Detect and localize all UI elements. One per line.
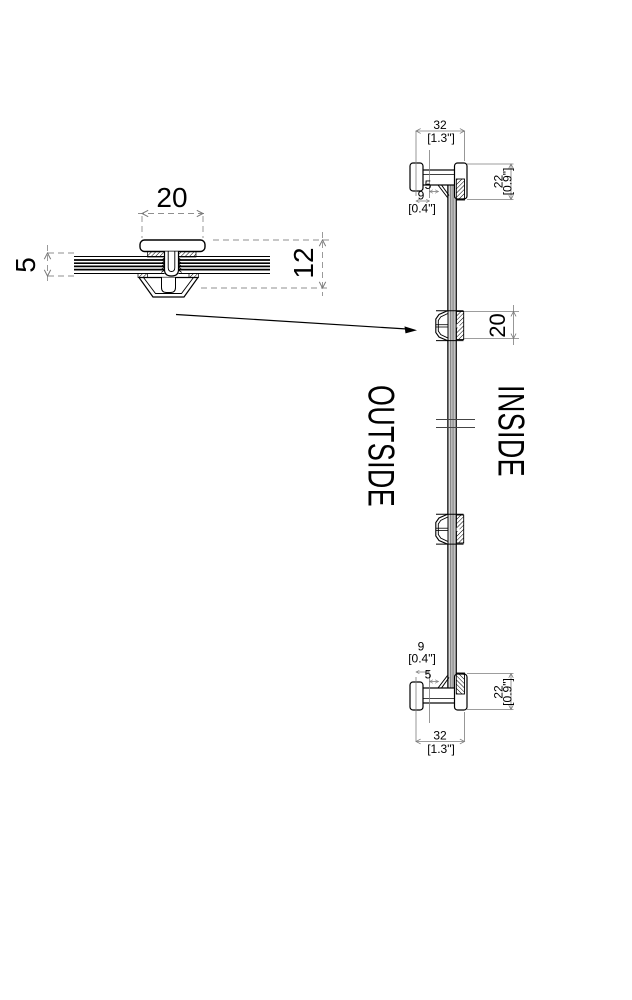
connector-clip-2 bbox=[435, 513, 465, 545]
section-bottom-dims: 32 [1.3"] 9 [0.4"] 5 22 [0.9"] bbox=[408, 640, 514, 757]
bottom-dim-step-mm: 5 bbox=[425, 668, 432, 682]
outside-label: OUTSIDE bbox=[361, 385, 402, 507]
leader-arrowhead bbox=[404, 326, 417, 334]
top-dim-depth-mm: 22 bbox=[492, 175, 506, 189]
section-connector-dim: 20 bbox=[464, 305, 519, 345]
connector-clip-1 bbox=[435, 310, 465, 342]
inside-label: INSIDE bbox=[491, 385, 532, 477]
detail-dim-height-text: 12 bbox=[288, 247, 319, 278]
detail-connector-profile bbox=[137, 239, 206, 298]
detail-dim-height: 12 bbox=[201, 232, 331, 296]
bottom-dim-width-in: [1.3"] bbox=[427, 742, 455, 756]
detail-top-cap bbox=[139, 239, 206, 253]
top-dim-offset-in: [0.4"] bbox=[408, 202, 436, 216]
detail-dim-thickness-text: 5 bbox=[10, 257, 41, 273]
bottom-dim-depth-in: [0.9"] bbox=[501, 678, 515, 706]
bottom-profile bbox=[409, 672, 468, 711]
section-top-dims: 32 [1.3"] 5 9 [0.4"] 22 [0.9"] bbox=[408, 118, 514, 216]
connector-dim-text: 20 bbox=[485, 313, 510, 337]
detail-dim-width: 20 bbox=[138, 182, 207, 238]
detail-dim-width-text: 20 bbox=[156, 182, 187, 213]
detail-view: 20 5 12 bbox=[10, 182, 417, 334]
detail-panel-left bbox=[74, 256, 165, 274]
section-panel bbox=[447, 183, 457, 690]
bottom-gasket bbox=[455, 672, 465, 695]
top-profile bbox=[409, 162, 468, 201]
detail-dim-thickness: 5 bbox=[10, 245, 74, 284]
bottom-dim-depth-mm: 22 bbox=[492, 685, 506, 699]
bottom-dim-offset-mm: 9 bbox=[418, 640, 425, 654]
top-dim-width-in: [1.3"] bbox=[427, 131, 455, 145]
bottom-dim-width-mm: 32 bbox=[433, 729, 447, 743]
leader-arrow bbox=[175, 313, 417, 334]
bottom-dim-offset-in: [0.4"] bbox=[408, 652, 436, 666]
top-dim-offset-mm: 9 bbox=[418, 189, 425, 203]
top-dim-depth-in: [0.9"] bbox=[501, 168, 515, 196]
break-lines bbox=[436, 419, 475, 428]
top-dim-width-mm: 32 bbox=[433, 118, 447, 132]
top-gasket bbox=[455, 178, 465, 201]
top-dim-step-mm: 5 bbox=[425, 178, 432, 192]
detail-panel-right bbox=[178, 256, 270, 274]
section-view: 32 [1.3"] 5 9 [0.4"] 22 [0.9"] bbox=[361, 118, 532, 756]
stem-serrations bbox=[161, 257, 182, 273]
